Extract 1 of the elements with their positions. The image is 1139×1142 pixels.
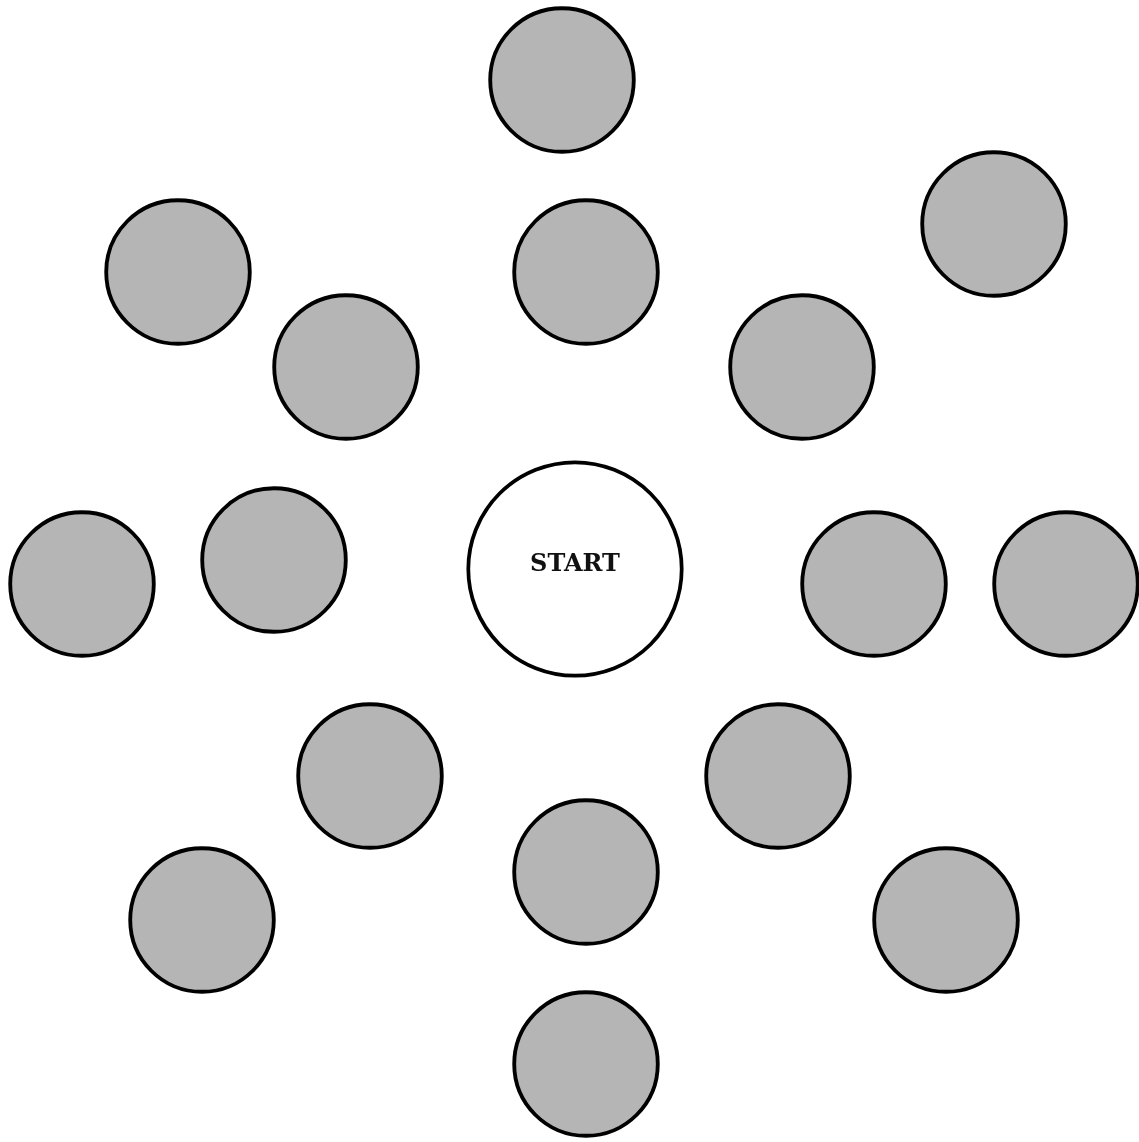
start-label: START (530, 547, 620, 577)
